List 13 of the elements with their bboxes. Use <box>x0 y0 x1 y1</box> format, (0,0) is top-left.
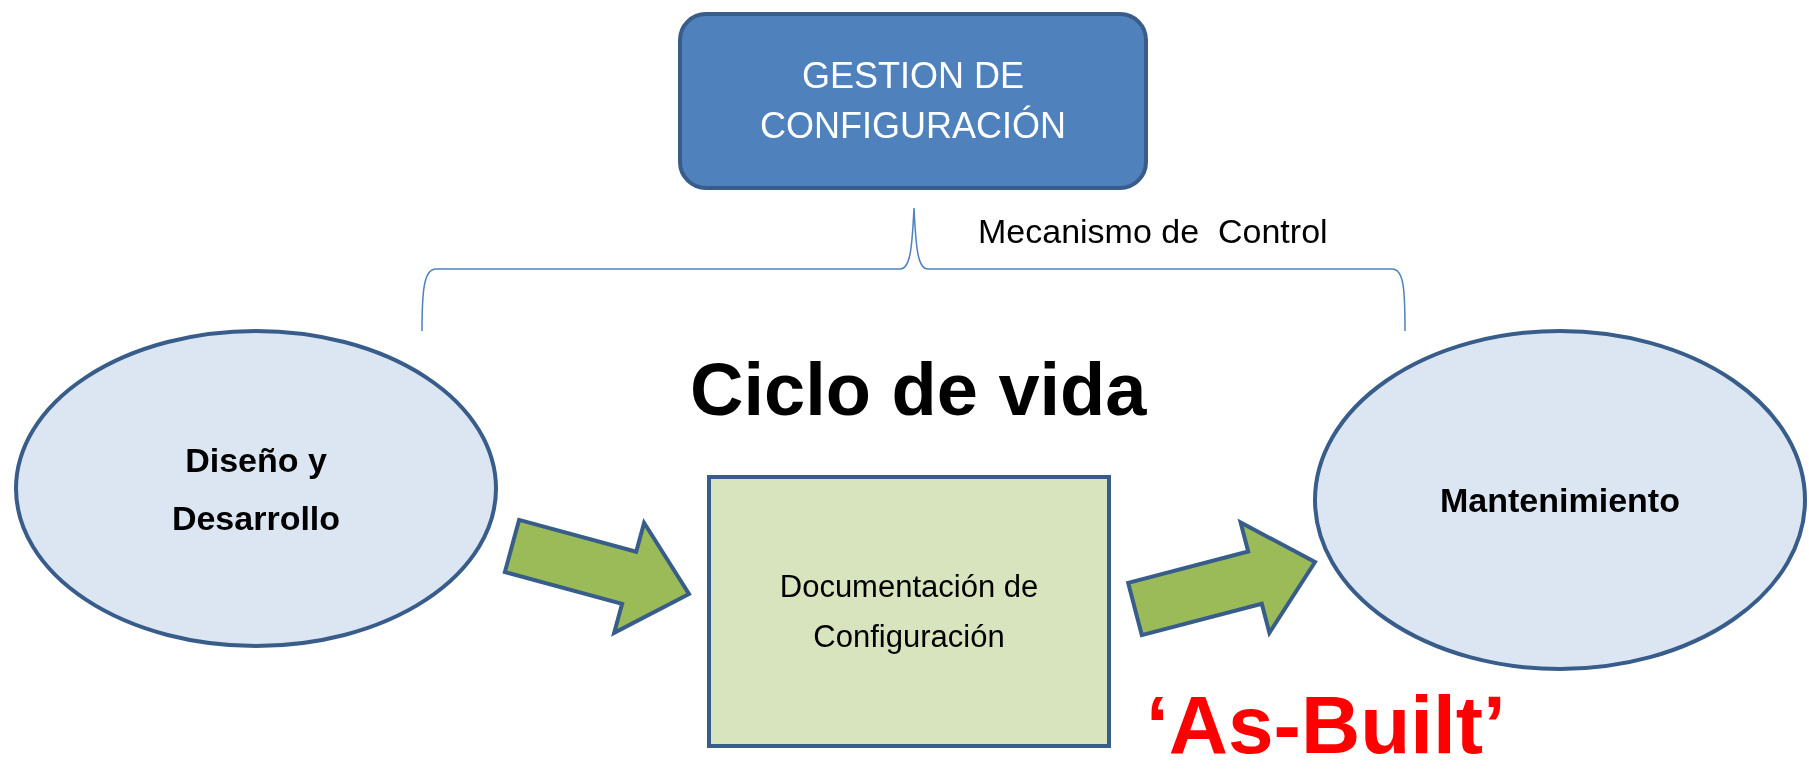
node-text: GESTION DE CONFIGURACIÓN <box>759 54 1067 148</box>
annotation-text: Mecanismo de Control <box>978 211 1328 252</box>
node-text: Documentación de Configuración <box>778 567 1040 656</box>
process-box <box>707 475 1111 748</box>
process-box <box>678 12 1148 190</box>
node-text: Diseño y Desarrollo <box>171 439 341 539</box>
process-ellipse <box>14 329 498 648</box>
block-arrow <box>502 517 692 637</box>
emphasis-text: ‘As-Built’ <box>1146 680 1506 770</box>
block-arrow <box>1125 518 1318 638</box>
process-ellipse <box>1313 329 1807 671</box>
node-text: Mantenimiento <box>1440 480 1680 521</box>
heading-text: Ciclo de vida <box>690 347 1147 433</box>
